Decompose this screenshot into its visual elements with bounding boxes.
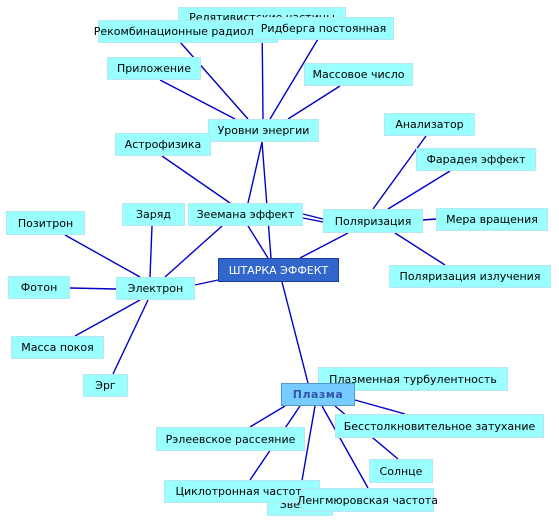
node-langmuir-frequency[interactable]: Ленгмюровская частота — [297, 488, 438, 512]
node-radiation-polarization[interactable]: Поляризация излучения — [389, 265, 551, 288]
node-analyzer[interactable]: Анализатор — [384, 113, 475, 136]
node-energy-levels[interactable]: Уровни энергии — [208, 119, 319, 142]
edge-electron-erg — [112, 299, 149, 375]
edge-energy-recombination — [179, 41, 249, 120]
edge-zeeman-astrophysics — [161, 155, 231, 204]
edge-polarization-rotation — [422, 218, 437, 221]
edge-plasma-langmuir — [321, 405, 369, 489]
node-rotation-measure[interactable]: Мера вращения — [436, 208, 548, 231]
edge-energy-rydberg — [269, 38, 319, 120]
node-sun[interactable]: Солнце — [369, 459, 433, 483]
node-rydberg-constant[interactable]: Ридберга постоянная — [253, 17, 394, 40]
edge-center-plasma — [281, 281, 309, 384]
node-erg[interactable]: Эрг — [83, 374, 128, 397]
edge-energy-mass-number — [287, 85, 341, 120]
node-photon[interactable]: Фотон — [8, 276, 70, 299]
node-recombination-radio-lines[interactable]: Рекомбинационные радиолинии — [94, 20, 282, 43]
edge-plasma-rayleigh — [249, 405, 286, 428]
node-faraday-effect[interactable]: Фарадея эффект — [416, 148, 536, 171]
edge-plasma-star — [299, 405, 316, 493]
edge-electron-charge — [149, 225, 153, 278]
node-application[interactable]: Приложение — [107, 57, 201, 80]
node-electron[interactable]: Электрон — [116, 277, 195, 300]
node-zeeman-effect[interactable]: Зеемана эффект — [188, 203, 303, 226]
edge-electron-photon — [69, 287, 117, 290]
node-mass-number[interactable]: Массовое число — [304, 63, 413, 86]
edge-center-zeeman — [247, 225, 269, 259]
node-collisionless-damping[interactable]: Бесстолкновительное затухание — [335, 414, 544, 438]
edge-center-electron — [194, 279, 219, 286]
edge-polarization-analyzer — [372, 135, 427, 210]
node-plasma[interactable]: Плазма — [281, 383, 355, 406]
node-rayleigh-scattering[interactable]: Рэлеевское рассеяние — [156, 427, 305, 451]
edge-polarization-faraday — [387, 170, 451, 210]
edge-polarization-radiation — [394, 232, 446, 266]
node-stark-effect-center[interactable]: ШТАРКА ЭФФЕКТ — [218, 258, 339, 282]
edge-zeeman-polarization — [302, 213, 324, 220]
node-charge[interactable]: Заряд — [122, 203, 185, 226]
edge-zeeman-electron — [164, 225, 223, 278]
edge-zeeman-polarization-2 — [302, 217, 324, 223]
node-polarization[interactable]: Поляризация — [323, 209, 423, 233]
edge-electron-rest-mass — [74, 299, 141, 337]
edge-electron-positron — [64, 234, 141, 278]
node-positron[interactable]: Позитрон — [6, 211, 85, 235]
edge-energy-application — [159, 79, 236, 120]
edge-center-energy — [261, 141, 272, 259]
node-plasma-turbulence[interactable]: Плазменная турбулентность — [318, 367, 508, 391]
node-rest-mass[interactable]: Масса покоя — [11, 336, 104, 359]
edge-plasma-collisionless — [354, 399, 406, 415]
edge-energy-zeeman — [247, 141, 263, 204]
node-astrophysics[interactable]: Астрофизика — [115, 133, 211, 156]
edge-center-polarization — [299, 232, 349, 259]
